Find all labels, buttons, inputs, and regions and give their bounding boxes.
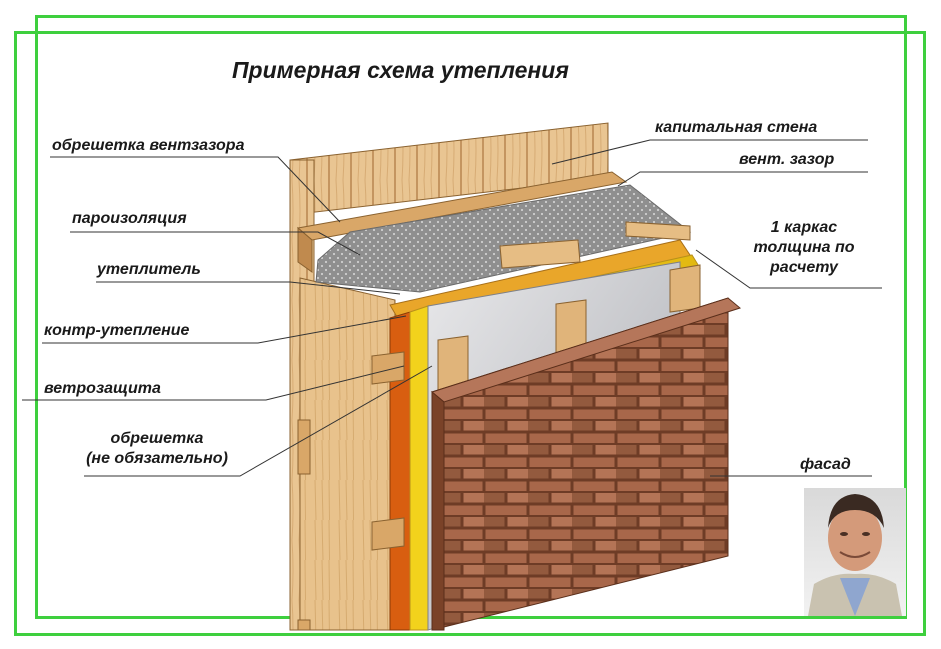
label-frame-thickness: 1 каркас толщина по расчету (738, 218, 870, 278)
label-wind-barrier: ветрозащита (44, 380, 161, 397)
label-frame-line2: толщина по (753, 239, 855, 256)
label-frame-line1: 1 каркас (770, 219, 838, 236)
label-battens-line2: (не обязательно) (86, 450, 228, 467)
label-facade: фасад (800, 456, 851, 473)
label-battens-optional: обрешетка (не обязательно) (66, 429, 248, 469)
label-insulation: утеплитель (97, 261, 201, 278)
label-vapor-barrier: пароизоляция (72, 210, 187, 227)
label-frame-line3: расчету (770, 259, 838, 276)
label-load-bearing-wall: капитальная стена (655, 119, 818, 136)
label-vent-gap: вент. зазор (739, 151, 835, 168)
label-battens-vent-gap: обрешетка вентзазора (52, 137, 245, 154)
label-counter-insulation: контр-утепление (44, 322, 190, 339)
diagram-title: Примерная схема утепления (232, 57, 569, 83)
author-portrait (804, 488, 906, 616)
green-frame-outer (14, 31, 926, 636)
label-battens-line1: обрешетка (110, 430, 204, 447)
